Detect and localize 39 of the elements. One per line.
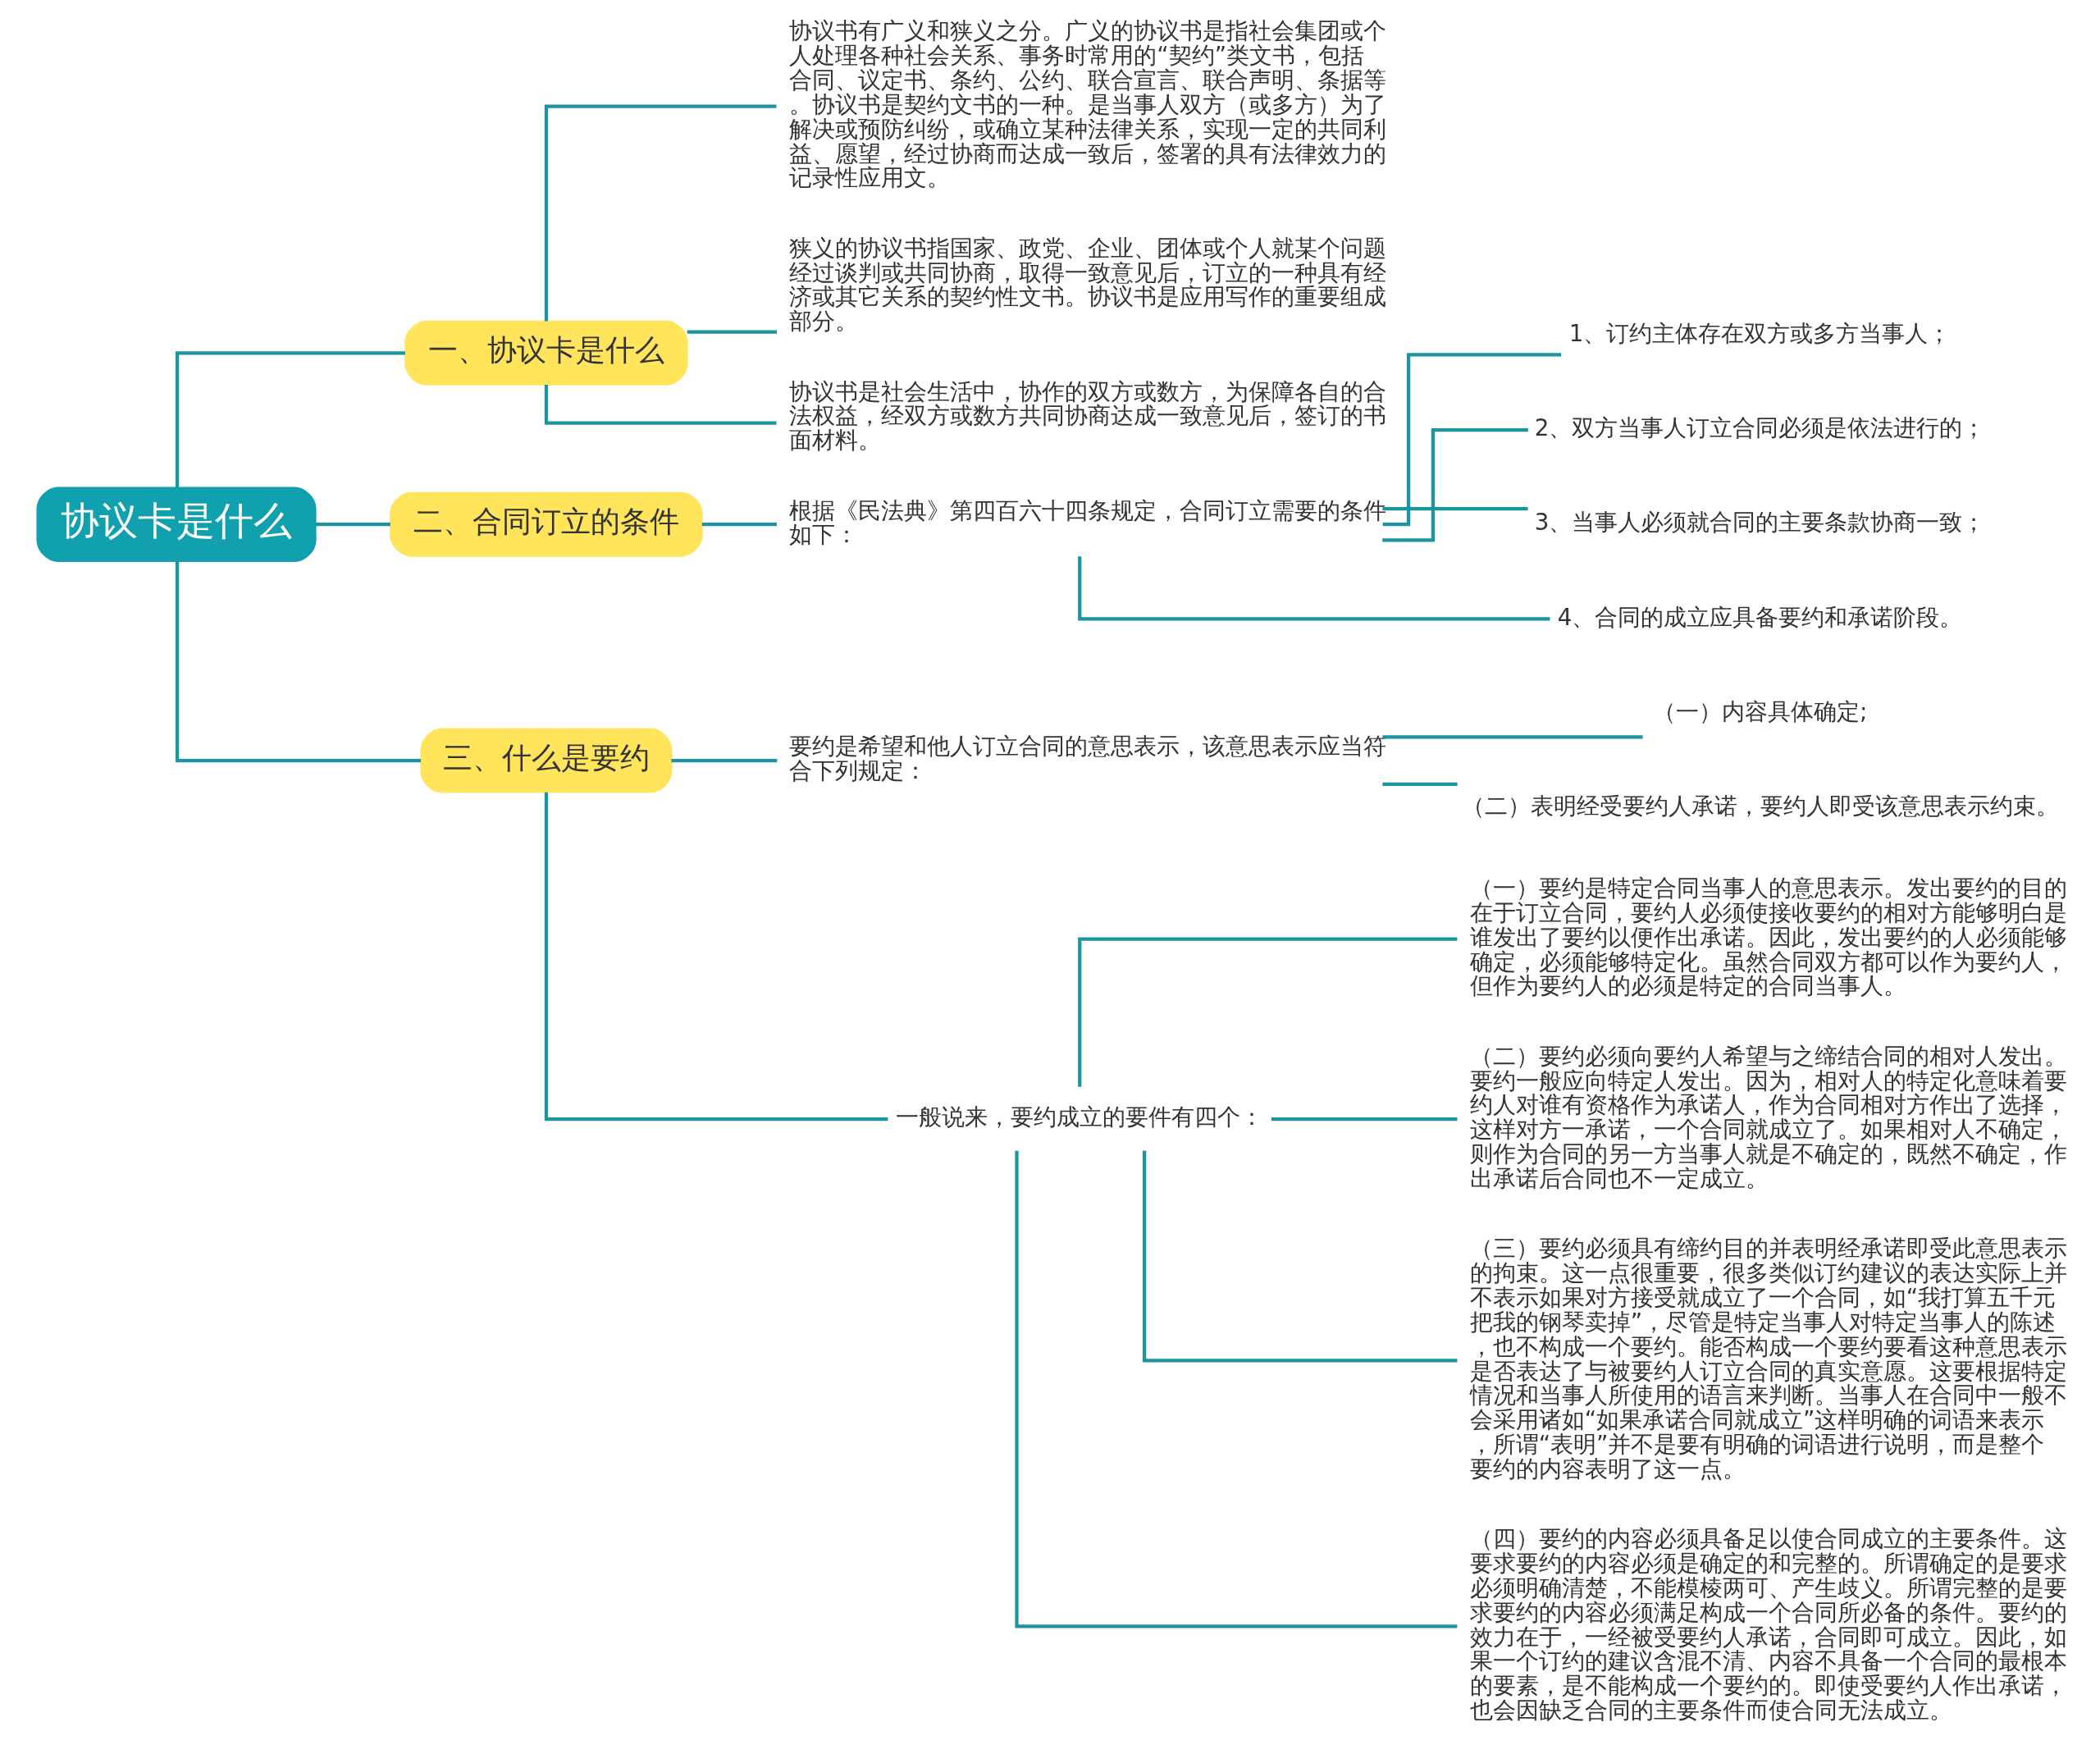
node-text: 要约是希望和他人订立合同的意思表示，该意思表示应当符合下列规定： bbox=[789, 733, 1387, 785]
node-box: 一、协议卡是什么 bbox=[404, 320, 688, 386]
connector bbox=[544, 104, 777, 322]
node-text: 2、双方当事人订立合同必须是依法进行的； bbox=[1534, 414, 1986, 442]
connector bbox=[1271, 1117, 1458, 1121]
connector bbox=[1382, 353, 1562, 527]
connector bbox=[1078, 937, 1458, 1087]
connector bbox=[1382, 427, 1528, 542]
node-text: （一）要约是特定合同当事人的意思表示。发出要约的目的在于订立合同，要约人必须使接收要约的相对方能够明白是谁发出了要约以便作出承诺。因此，发出要约的人必须能够确定，必须能够特定化。虽然合同双方都可以作为要约人，但作为要约人的必须是特定的合同当事人。 bbox=[1469, 875, 2067, 1000]
node-text: 协议书是社会生活中，协作的双方或数方，为保障各自的合法权益，经双方或数方共同协商达成一致意见后，签订的书面材料。 bbox=[789, 377, 1387, 455]
connector bbox=[315, 523, 390, 527]
connector bbox=[1015, 1150, 1458, 1629]
connector bbox=[175, 351, 405, 487]
connector bbox=[701, 523, 778, 527]
node-text: 狭义的协议书指国家、政党、企业、团体或个人就某个问题经过谈判或共同协商，取得一致意见后，订立的一种具有经济或其它关系的契约性文书。协议书是应用写作的重要组成部分。 bbox=[789, 234, 1387, 336]
node-box: 协议卡是什么 bbox=[36, 486, 317, 563]
connector bbox=[1078, 556, 1550, 621]
connector bbox=[544, 792, 888, 1121]
node-text: （四）要约的内容必须具备足以使合同成立的主要条件。这要求要约的内容必须是确定的和完整的。所谓确定的是要求必须明确清楚，不能模棱两可、产生歧义。所谓完整的是要求要约的内容必须满足构成一个合同所必备的条件。要约的效力在于，一经被受要约人承诺，合同即可成立。因此，如果一个订约的建议含混不清、内容不具备一个合同的最根本的要素，是不能构成一个要约的。即使受要约人作出承诺，也会因缺乏合同的主要条件而使合同无法成立。 bbox=[1469, 1525, 2067, 1724]
node-text: 1、订约主体存在双方或多方当事人； bbox=[1568, 320, 1952, 348]
node-text: 4、合同的成立应具备要约和承诺阶段。 bbox=[1557, 603, 1963, 631]
connector bbox=[175, 561, 422, 763]
node-box: 三、什么是要约 bbox=[420, 728, 673, 793]
connector bbox=[1382, 506, 1528, 511]
connector bbox=[1382, 735, 1643, 739]
node-text: 协议书有广义和狭义之分。广义的协议书是指社会集团或个人处理各种社会关系、事务时常用的“契约”类文书，包括合同、议定书、条约、公约、联合宣言、联合声明、条据等。协议书是契约文书的一种。是当事人双方（或多方）为了解决或预防纠纷，或确立某种法律关系，实现一定的共同利益、愿望，经过协商而达成一致后，签署的具有法律效力的记录性应用文。 bbox=[789, 17, 1387, 192]
node-text: 一般说来，要约成立的要件有四个： bbox=[896, 1103, 1264, 1131]
node-text: 3、当事人必须就合同的主要条款协商一致； bbox=[1534, 509, 1986, 537]
connector bbox=[687, 330, 778, 334]
node-text: （二）要约必须向要约人希望与之缔结合同的相对人发出。要约一般应向特定人发出。因为，相对人的特定化意味着要约人对谁有资格作为承诺人，作为合同相对方作出了选择，这样对方一承诺，一个合同就成立了。如果相对人不确定，则作为合同的另一方当事人就是不确定的，既然不确定，作出承诺后合同也不一定成立。 bbox=[1469, 1042, 2067, 1192]
node-text: （三）要约必须具有缔约目的并表明经承诺即受此意思表示的拘束。这一点很重要，很多类似订约建议的表达实际上并不表示如果对方接受就成立了一个合同，如“我打算五千元把我的钢琴卖掉”，尽管是特定当事人对特定当事人的陈述，也不构成一个要约。能否构成一个要约要看这种意思表示是否表达了与被要约人订立合同的真实意愿。这要根据特定情况和当事人所使用的语言来判断。当事人在合同中一般不会采用诸如“如果承诺合同就成立”这样明确的词语来表示，所谓“表明”并不是要有明确的词语进行说明，而是整个要约的内容表明了这一点。 bbox=[1469, 1235, 2067, 1482]
node-text: （二）表明经受要约人承诺，要约人即受该意思表示约束。 bbox=[1461, 792, 2059, 820]
connector bbox=[544, 384, 777, 425]
connector bbox=[1143, 1150, 1458, 1363]
node-box: 二、合同订立的条件 bbox=[390, 491, 703, 557]
connector bbox=[671, 758, 778, 763]
node-text: （一）内容具体确定; bbox=[1652, 697, 1868, 725]
connector bbox=[1382, 782, 1458, 786]
node-text: 根据《民法典》第四百六十四条规定，合同订立需要的条件如下： bbox=[789, 496, 1387, 549]
